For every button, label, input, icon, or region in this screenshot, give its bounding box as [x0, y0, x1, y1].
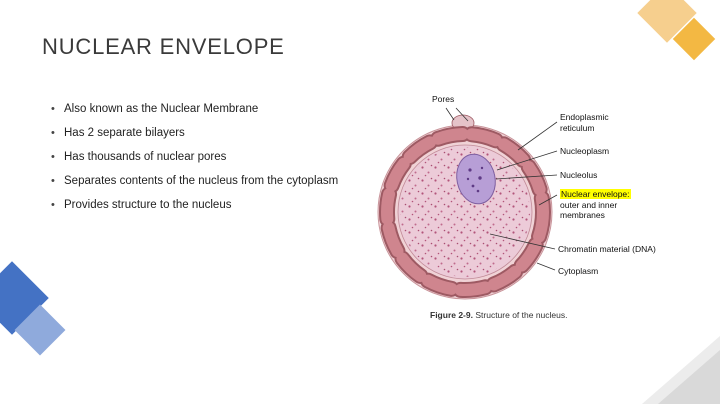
- bullet-text: Has thousands of nuclear pores: [64, 150, 227, 163]
- label-cytoplasm-text: Cytoplasm: [558, 266, 599, 276]
- label-nucleoplasm: Nucleoplasm: [560, 146, 609, 157]
- leader-pores-2: [455, 107, 469, 122]
- label-nuclear-envelope: Nuclear envelope: outer and inner membra…: [560, 189, 631, 221]
- leader-nucleolus: [495, 174, 558, 180]
- bullet-text: Also known as the Nuclear Membrane: [64, 103, 259, 115]
- slide-title: NUCLEAR ENVELOPE: [42, 34, 285, 59]
- bullet-list: Also known as the Nuclear Membrane Has 2…: [50, 102, 350, 222]
- nucleus-diagram: [377, 107, 558, 300]
- bullet-item: Provides structure to the nucleus: [50, 198, 350, 213]
- bullet-text: Has 2 separate bilayers: [64, 126, 185, 139]
- leader-lines: [445, 107, 558, 271]
- nucleolus-granules: [466, 166, 484, 193]
- bullet-item: Has thousands of nuclear pores: [50, 150, 350, 165]
- label-envelope-line3: membranes: [560, 210, 605, 221]
- leader-cytoplasm: [536, 262, 556, 271]
- figure-caption-text: Structure of the nucleus.: [475, 310, 568, 320]
- bullet-text: Separates contents of the nucleus from t…: [64, 174, 339, 187]
- label-nucleolus-text: Nucleolus: [560, 170, 598, 180]
- label-er-line2: reticulum: [560, 122, 595, 133]
- figure-caption: Figure 2-9. Structure of the nucleus.: [430, 310, 568, 320]
- bullet-text: Provides structure to the nucleus: [64, 198, 232, 211]
- decor-corner-triangle: [658, 350, 720, 404]
- label-nucleolus: Nucleolus: [560, 170, 597, 181]
- nucleus-figure: Pores Endoplasmic reticulum Nucleoplasm …: [368, 86, 718, 342]
- leader-endoplasmic: [517, 121, 558, 151]
- label-pores: Pores: [432, 94, 454, 105]
- chromatin-speckles: [400, 147, 530, 277]
- leader-envelope: [538, 194, 558, 206]
- bullet-item: Separates contents of the nucleus from t…: [50, 174, 350, 189]
- leader-chromatin: [489, 233, 556, 250]
- label-envelope-line2: outer and inner: [560, 199, 618, 210]
- nucleolus-body: [456, 153, 496, 205]
- leader-pores-1: [445, 107, 455, 121]
- label-chromatin-text: Chromatin material (DNA): [558, 244, 656, 254]
- label-endoplasmic-reticulum: Endoplasmic reticulum: [560, 112, 609, 133]
- label-nucleoplasm-text: Nucleoplasm: [560, 146, 610, 156]
- label-cytoplasm: Cytoplasm: [558, 266, 598, 277]
- label-pores-text: Pores: [432, 94, 455, 104]
- bullet-item: Has 2 separate bilayers: [50, 126, 350, 141]
- bullet-item: Also known as the Nuclear Membrane: [50, 102, 350, 117]
- leader-nucleoplasm: [496, 150, 558, 171]
- label-chromatin: Chromatin material (DNA): [558, 244, 656, 255]
- label-er-line1: Endoplasmic: [560, 112, 609, 122]
- nuclear-envelope-membrane: [381, 128, 549, 296]
- figure-caption-label: Figure 2-9.: [430, 310, 473, 320]
- label-envelope-line1-highlighted: Nuclear envelope:: [560, 189, 631, 199]
